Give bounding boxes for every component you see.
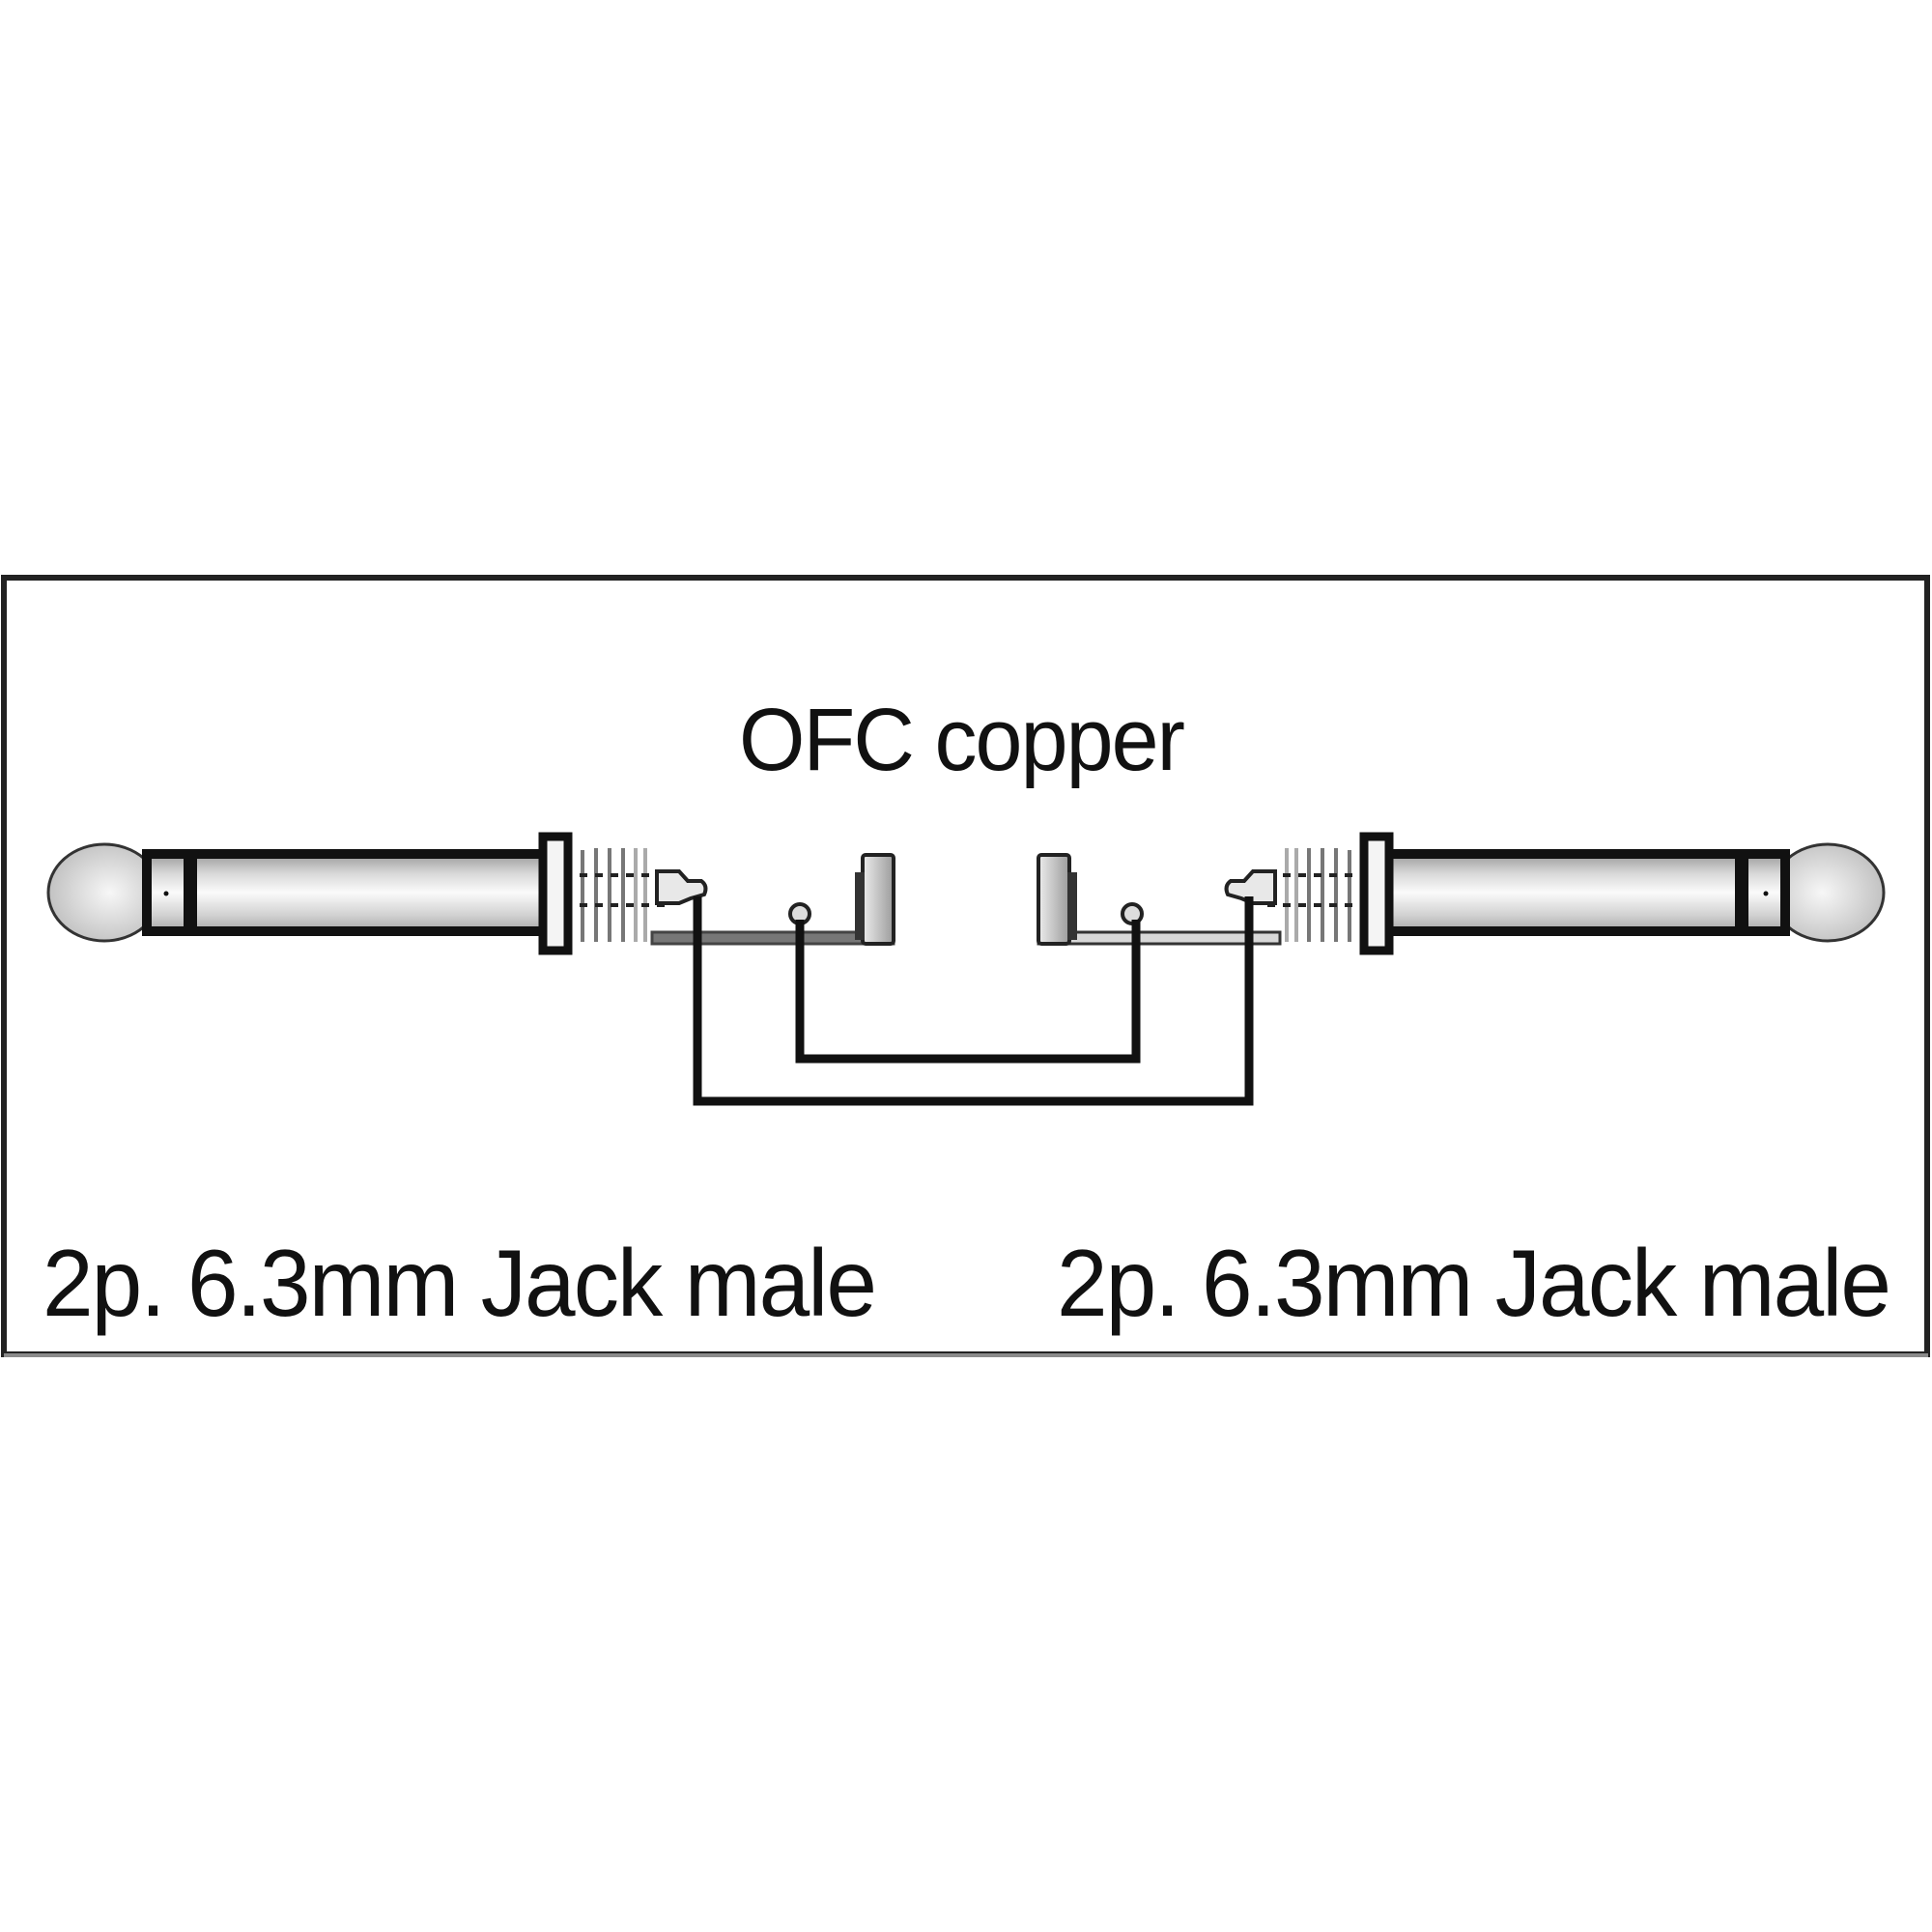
- right-plug-flange: [1359, 832, 1394, 955]
- right-plug-ring: [1735, 854, 1748, 931]
- left-plug-dot: [163, 891, 169, 896]
- left-connector-label: 2p. 6.3mm Jack male: [43, 1230, 875, 1336]
- diagram-frame: [1, 575, 1930, 1357]
- right-plug-pin: [1224, 869, 1277, 905]
- right-jack-plug-icon: [1037, 832, 1886, 955]
- left-plug-flange: [538, 832, 573, 955]
- right-plug-lug-block: [1037, 853, 1071, 946]
- right-connector-label: 2p. 6.3mm Jack male: [1057, 1230, 1889, 1336]
- left-plug-lug-block: [861, 853, 895, 946]
- signal-wire: [693, 896, 1254, 1106]
- left-jack-plug-icon: [46, 832, 895, 955]
- left-plug-barrel: [142, 849, 550, 936]
- right-plug-threads: [1285, 848, 1351, 942]
- left-plug-ring: [184, 854, 197, 931]
- left-plug-pin: [655, 869, 708, 905]
- right-plug-dot: [1763, 891, 1769, 896]
- right-plug-barrel: [1382, 849, 1790, 936]
- left-plug-threads: [581, 848, 647, 942]
- ground-wire: [795, 920, 1141, 1064]
- cable-type-label: OFC copper: [739, 691, 1184, 789]
